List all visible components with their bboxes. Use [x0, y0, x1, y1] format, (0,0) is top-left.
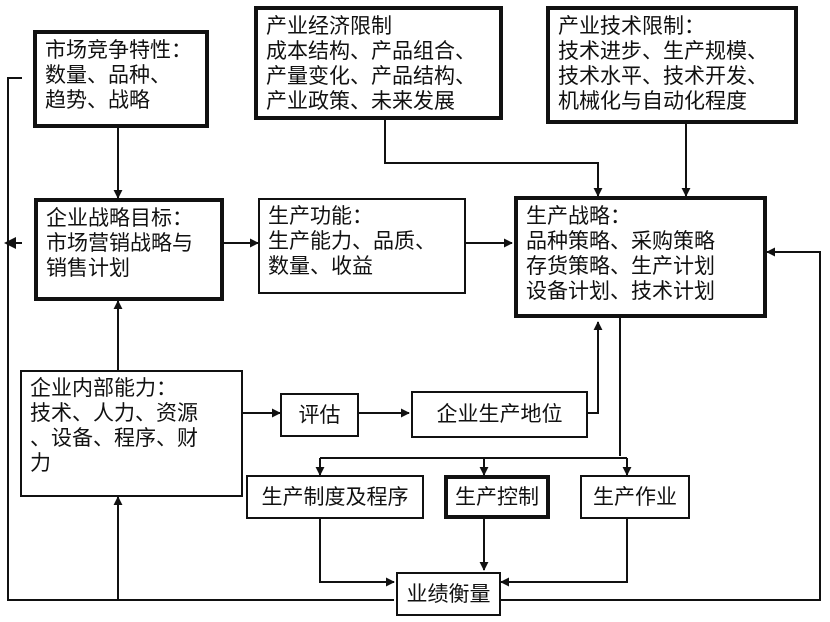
production-strategy-line-2: 存货策略、生产计划 [526, 254, 715, 278]
corporate-strategy-title: 企业战略目标： [46, 206, 193, 230]
industry-economic-line-1: 成本结构、产品组合、 [266, 39, 476, 63]
industry-economic-line-2: 产量变化、产品结构、 [266, 64, 476, 88]
evaluation-label: 评估 [298, 402, 341, 427]
production-operation-label: 生产作业 [593, 484, 677, 509]
industry-technology-line-3: 机械化与自动化程度 [558, 89, 747, 113]
production-function-line-2: 数量、收益 [268, 254, 373, 278]
industry-economic-title: 产业经济限制 [266, 14, 392, 38]
production-control-label: 生产控制 [455, 484, 539, 509]
production-system-label: 生产制度及程序 [261, 484, 409, 509]
internal-capability-line-3: 力 [30, 451, 51, 475]
production-position-label: 企业生产地位 [436, 402, 563, 426]
feedback-arrowhead-strategy [4, 237, 16, 249]
industry-technology-title: 产业技术限制： [558, 14, 705, 38]
production-strategy-box: 生产战略： 品种策略、采购策略 存货策略、生产计划 设备计划、技术计划 [514, 196, 767, 318]
arrow-position-to-production-strategy [588, 321, 603, 414]
industry-economic-box: 产业经济限制 成本结构、产品组合、 产量变化、产品结构、 产业政策、未来发展 [254, 6, 503, 120]
production-strategy-title: 生产战略： [526, 204, 631, 228]
internal-capability-box: 企业内部能力： 技术、人力、资源 、设备、程序、财 力 [20, 370, 243, 497]
industry-technology-box: 产业技术限制： 技术进步、生产规模、 技术水平、技术开发、 机械化与自动化程度 [546, 6, 798, 124]
market-competition-title: 市场竞争特性： [45, 38, 192, 62]
corporate-strategy-line-1: 市场营销战略与 [46, 231, 193, 255]
internal-capability-line-1: 技术、人力、资源 [30, 401, 198, 425]
production-function-title: 生产功能： [268, 204, 373, 228]
production-strategy-line-3: 设备计划、技术计划 [526, 279, 715, 303]
feedback-right-loop [501, 247, 821, 601]
production-function-box: 生产功能： 生产能力、品质、 数量、收益 [258, 198, 466, 294]
production-operation-box: 生产作业 [580, 475, 690, 519]
corporate-strategy-line-2: 销售计划 [46, 256, 130, 280]
performance-box: 业绩衡量 [396, 572, 501, 616]
arrow-system-to-performance [319, 519, 395, 587]
evaluation-box: 评估 [280, 393, 359, 437]
internal-capability-title: 企业内部能力： [30, 376, 177, 400]
market-competition-line-1: 数量、品种、 [45, 63, 171, 87]
industry-technology-line-1: 技术进步、生产规模、 [558, 39, 768, 63]
arrow-operation-to-performance [500, 519, 628, 587]
production-function-line-1: 生产能力、品质、 [268, 229, 436, 253]
market-competition-line-2: 趋势、战略 [45, 88, 150, 112]
internal-capability-line-2: 、设备、程序、财 [30, 426, 198, 450]
feedback-left-loop [7, 77, 394, 601]
arrow-economic-to-production-strategy [384, 120, 603, 197]
production-control-box: 生产控制 [444, 475, 550, 519]
performance-label: 业绩衡量 [406, 581, 491, 606]
production-strategy-line-1: 品种策略、采购策略 [526, 229, 715, 253]
industry-technology-line-2: 技术水平、技术开发、 [558, 64, 768, 88]
production-position-box: 企业生产地位 [411, 391, 588, 438]
corporate-strategy-box: 企业战略目标： 市场营销战略与 销售计划 [34, 198, 224, 301]
market-competition-box: 市场竞争特性： 数量、品种、 趋势、战略 [33, 30, 209, 128]
industry-economic-line-3: 产业政策、未来发展 [266, 89, 455, 113]
production-system-box: 生产制度及程序 [246, 475, 424, 519]
